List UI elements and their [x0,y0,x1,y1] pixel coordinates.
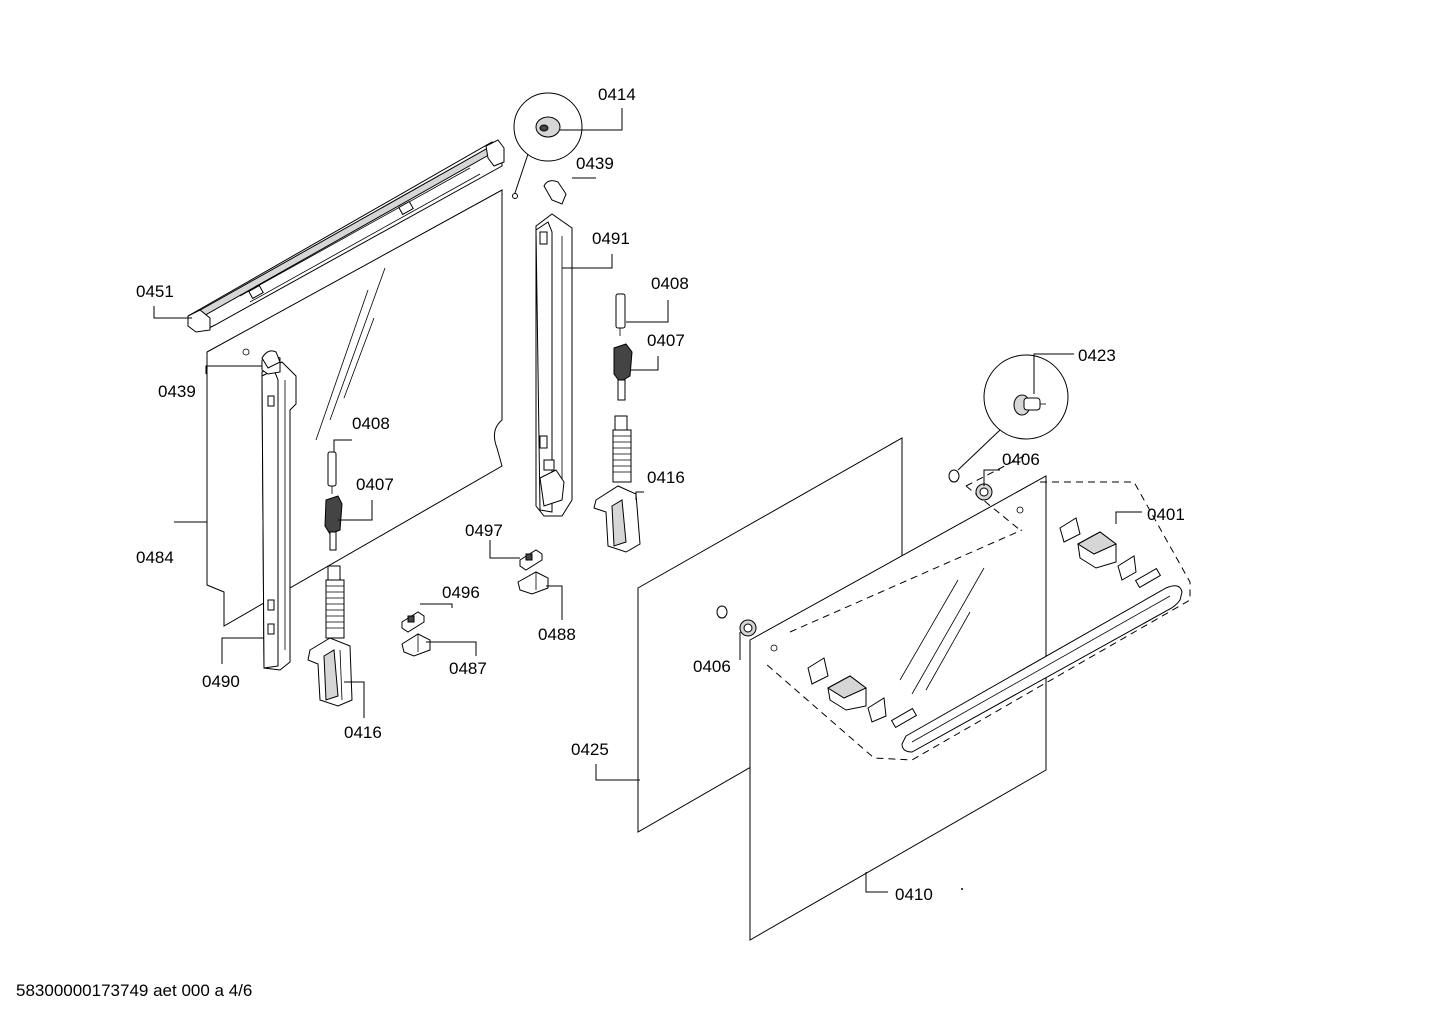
label-0406-bottom: 0406 [693,657,731,676]
label-0407-left: 0407 [356,475,394,494]
label-0451: 0451 [136,282,174,301]
hinge-spring-0416-left [307,565,353,707]
pin-0408-left [327,451,337,494]
spacer-0406-top [975,483,993,501]
door-handle-0401 [807,517,1183,753]
clip-0439-left [261,350,281,369]
hinge-spring-0416-right [593,415,641,553]
top-frame-rail-0451 [187,139,505,333]
spacer-0406-bottom [716,605,757,637]
clip-0439-top [543,180,567,205]
label-0496: 0496 [442,583,480,602]
screw-0423 [948,469,960,483]
label-0497: 0497 [465,521,503,540]
label-0406-top: 0406 [1002,450,1040,469]
clip-0488 [517,571,549,595]
detail-circle-0414 [512,92,583,199]
label-0491: 0491 [592,229,630,248]
label-0408-top: 0408 [651,274,689,293]
label-0416-bottom: 0416 [344,723,382,742]
part-number-labels: 0414 0439 0491 0408 0407 0423 0406 0401 … [136,85,1185,904]
label-0408-left: 0408 [352,414,390,433]
hinge-bracket-0491 [535,213,573,517]
label-0439-left: 0439 [158,382,196,401]
label-0490: 0490 [202,672,240,691]
leader-lines [153,108,1142,893]
clip-0497 [519,549,543,571]
outer-door-glass-0410 [749,475,1047,941]
inner-glass-panel-0484 [206,189,503,627]
document-id-footer: 58300000173749 aet 000 a 4/6 [16,981,253,1000]
stray-dot [961,888,963,890]
handle-assembly-outline-0401 [765,455,1191,761]
detail-circle-0423 [957,354,1069,471]
cam-0407-left [324,495,343,551]
clip-0496 [401,611,425,633]
cam-0407-top [613,343,633,401]
label-0487: 0487 [449,659,487,678]
pin-0408-top [615,293,626,336]
hinge-bracket-0490 [261,353,297,671]
label-0410: 0410 [895,885,933,904]
label-0407-top: 0407 [647,331,685,350]
clip-0487 [401,633,431,657]
label-0439-top: 0439 [576,154,614,173]
label-0401: 0401 [1147,505,1185,524]
label-0414: 0414 [598,85,636,104]
label-0488: 0488 [538,625,576,644]
label-0484: 0484 [136,548,174,567]
label-0416-top: 0416 [647,468,685,487]
label-0423: 0423 [1078,346,1116,365]
label-0425: 0425 [571,740,609,759]
